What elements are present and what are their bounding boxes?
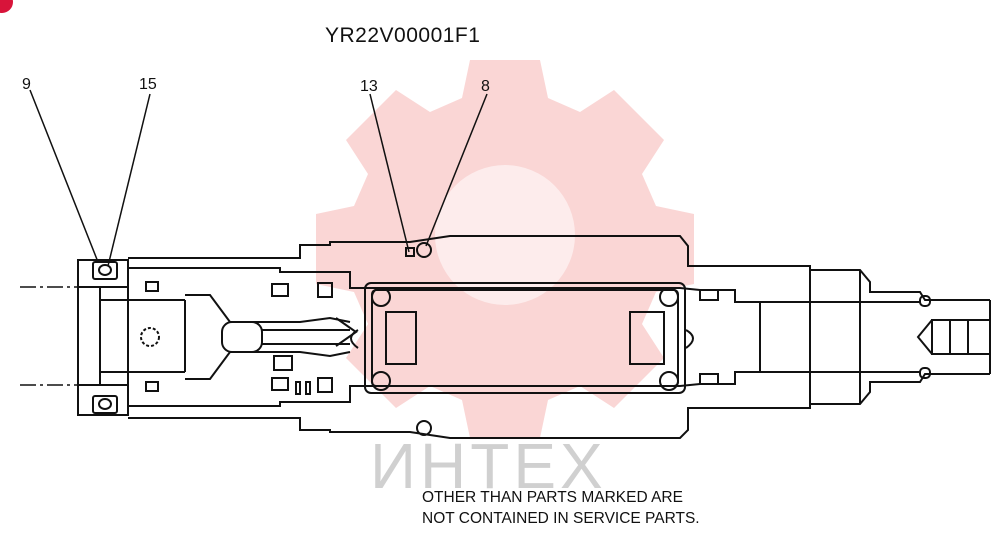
drawing-id: YR22V00001F1 (325, 24, 481, 47)
note-line-1: OTHER THAN PARTS MARKED ARE (422, 489, 683, 506)
valve-body (20, 235, 991, 439)
callout-leaders (29, 89, 488, 267)
callout-9: 9 (22, 76, 31, 93)
callout-15: 15 (139, 76, 157, 93)
callout-8: 8 (481, 78, 490, 95)
note-line-2: NOT CONTAINED IN SERVICE PARTS. (422, 510, 700, 527)
watermark-text: ИНТЕХ (370, 430, 607, 502)
corner-marker (0, 0, 13, 13)
callout-13: 13 (360, 78, 378, 95)
service-parts-note: OTHER THAN PARTS MARKED ARE NOT CONTAINE… (422, 487, 700, 529)
